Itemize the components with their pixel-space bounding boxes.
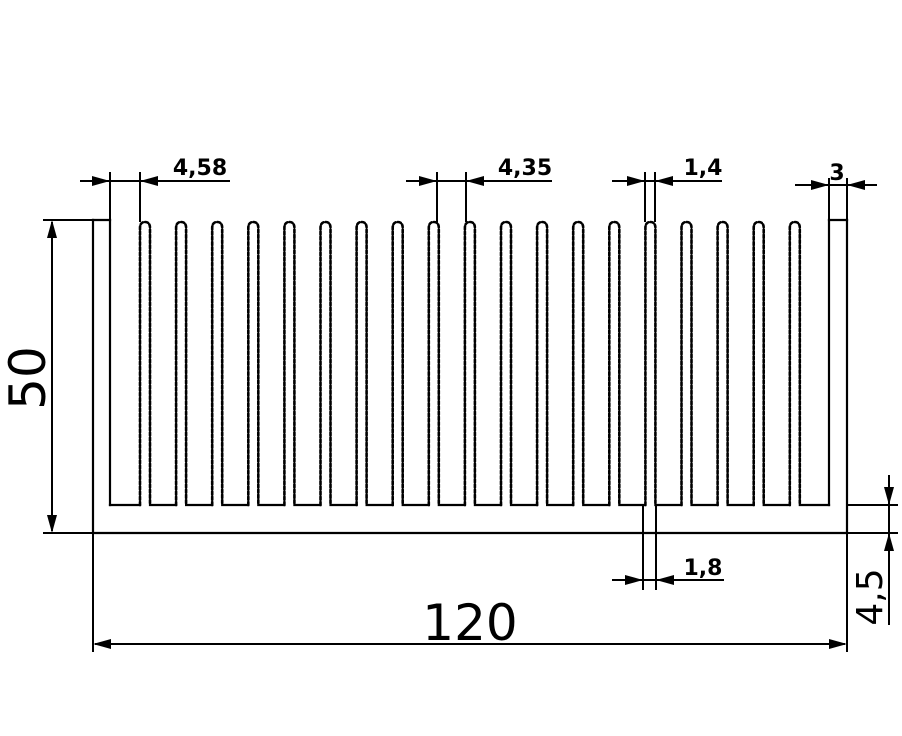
dim-fin-root-label: 1,8: [684, 556, 723, 581]
fin: [355, 220, 368, 507]
fin: [499, 220, 513, 507]
fin: [319, 220, 332, 507]
fin: [283, 220, 296, 507]
fin: [210, 220, 224, 507]
fin: [571, 220, 585, 507]
dimension-end-fin: 3: [795, 161, 877, 190]
fin: [247, 220, 260, 507]
dimension-height: 50: [0, 220, 57, 533]
fin: [752, 220, 765, 507]
fin: [535, 220, 549, 507]
dim-pitch-left-label: 4,58: [173, 156, 227, 181]
dim-fin-tip-label: 1,4: [684, 156, 723, 181]
dim-pitch-mid-label: 4,35: [498, 156, 552, 181]
fin: [427, 220, 441, 507]
fin: [391, 220, 404, 507]
dimension-width: 120: [93, 594, 847, 652]
fin: [138, 220, 152, 507]
dim-end-fin-label: 3: [829, 161, 844, 186]
base-plate: [91, 218, 849, 535]
fin: [716, 220, 729, 507]
dimension-fin-pitch-left: 4,58: [80, 156, 230, 186]
dim-height-label: 50: [0, 346, 57, 410]
fin: [463, 220, 477, 507]
dimension-fin-pitch-mid: 4,35: [406, 156, 552, 186]
fin: [788, 220, 802, 507]
fin: [680, 220, 693, 507]
fin-group: [138, 220, 802, 507]
fin: [174, 220, 188, 507]
dim-width-label: 120: [422, 594, 517, 652]
fin: [608, 220, 621, 507]
extension-lines: [43, 172, 898, 652]
dim-base-label: 4,5: [850, 568, 891, 625]
dimension-fin-root: 1,8: [612, 556, 724, 585]
dimension-base-thickness: 4,5: [850, 475, 894, 626]
fin: [644, 220, 657, 507]
dimension-fin-tip: 1,4: [612, 156, 722, 186]
